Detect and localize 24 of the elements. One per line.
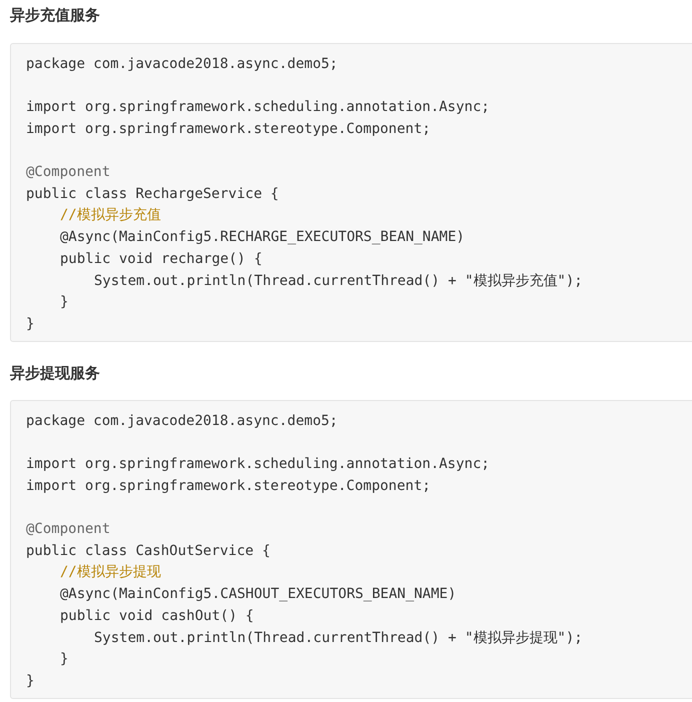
code-line: } — [60, 293, 68, 311]
code-line: System.out.println(Thread.currentThread() + "模拟异步提现"); — [94, 629, 583, 647]
code-line: @Async(MainConfig5.CASHOUT_EXECUTORS_BEAN_NAME) — [60, 585, 456, 603]
code-line: public class RechargeService { — [26, 185, 279, 203]
code-line: public class CashOutService { — [26, 542, 270, 560]
code-line: import org.springframework.scheduling.annotation.Async; — [26, 455, 490, 473]
code-line: import org.springframework.stereotype.Component; — [26, 120, 431, 138]
code-line: import org.springframework.stereotype.Component; — [26, 477, 431, 495]
code-line: @Async(MainConfig5.RECHARGE_EXECUTORS_BEAN_NAME) — [60, 228, 465, 246]
section-heading: 异步充值服务 — [10, 6, 100, 25]
code-line: @Component — [26, 163, 110, 181]
code-line: System.out.println(Thread.currentThread() + "模拟异步充值"); — [94, 272, 583, 290]
code-line: package com.javacode2018.async.demo5; — [26, 412, 338, 430]
code-line: } — [26, 315, 34, 333]
code-line: public void cashOut() { — [60, 607, 254, 625]
code-line: public void recharge() { — [60, 250, 262, 268]
code-line: } — [26, 672, 34, 690]
section-heading: 异步提现服务 — [10, 364, 100, 383]
code-line: @Component — [26, 520, 110, 538]
code-line: } — [60, 650, 68, 668]
code-line: //模拟异步充值 — [60, 206, 161, 224]
code-line: import org.springframework.scheduling.annotation.Async; — [26, 98, 490, 116]
code-line: //模拟异步提现 — [60, 563, 161, 581]
code-line: package com.javacode2018.async.demo5; — [26, 55, 338, 73]
